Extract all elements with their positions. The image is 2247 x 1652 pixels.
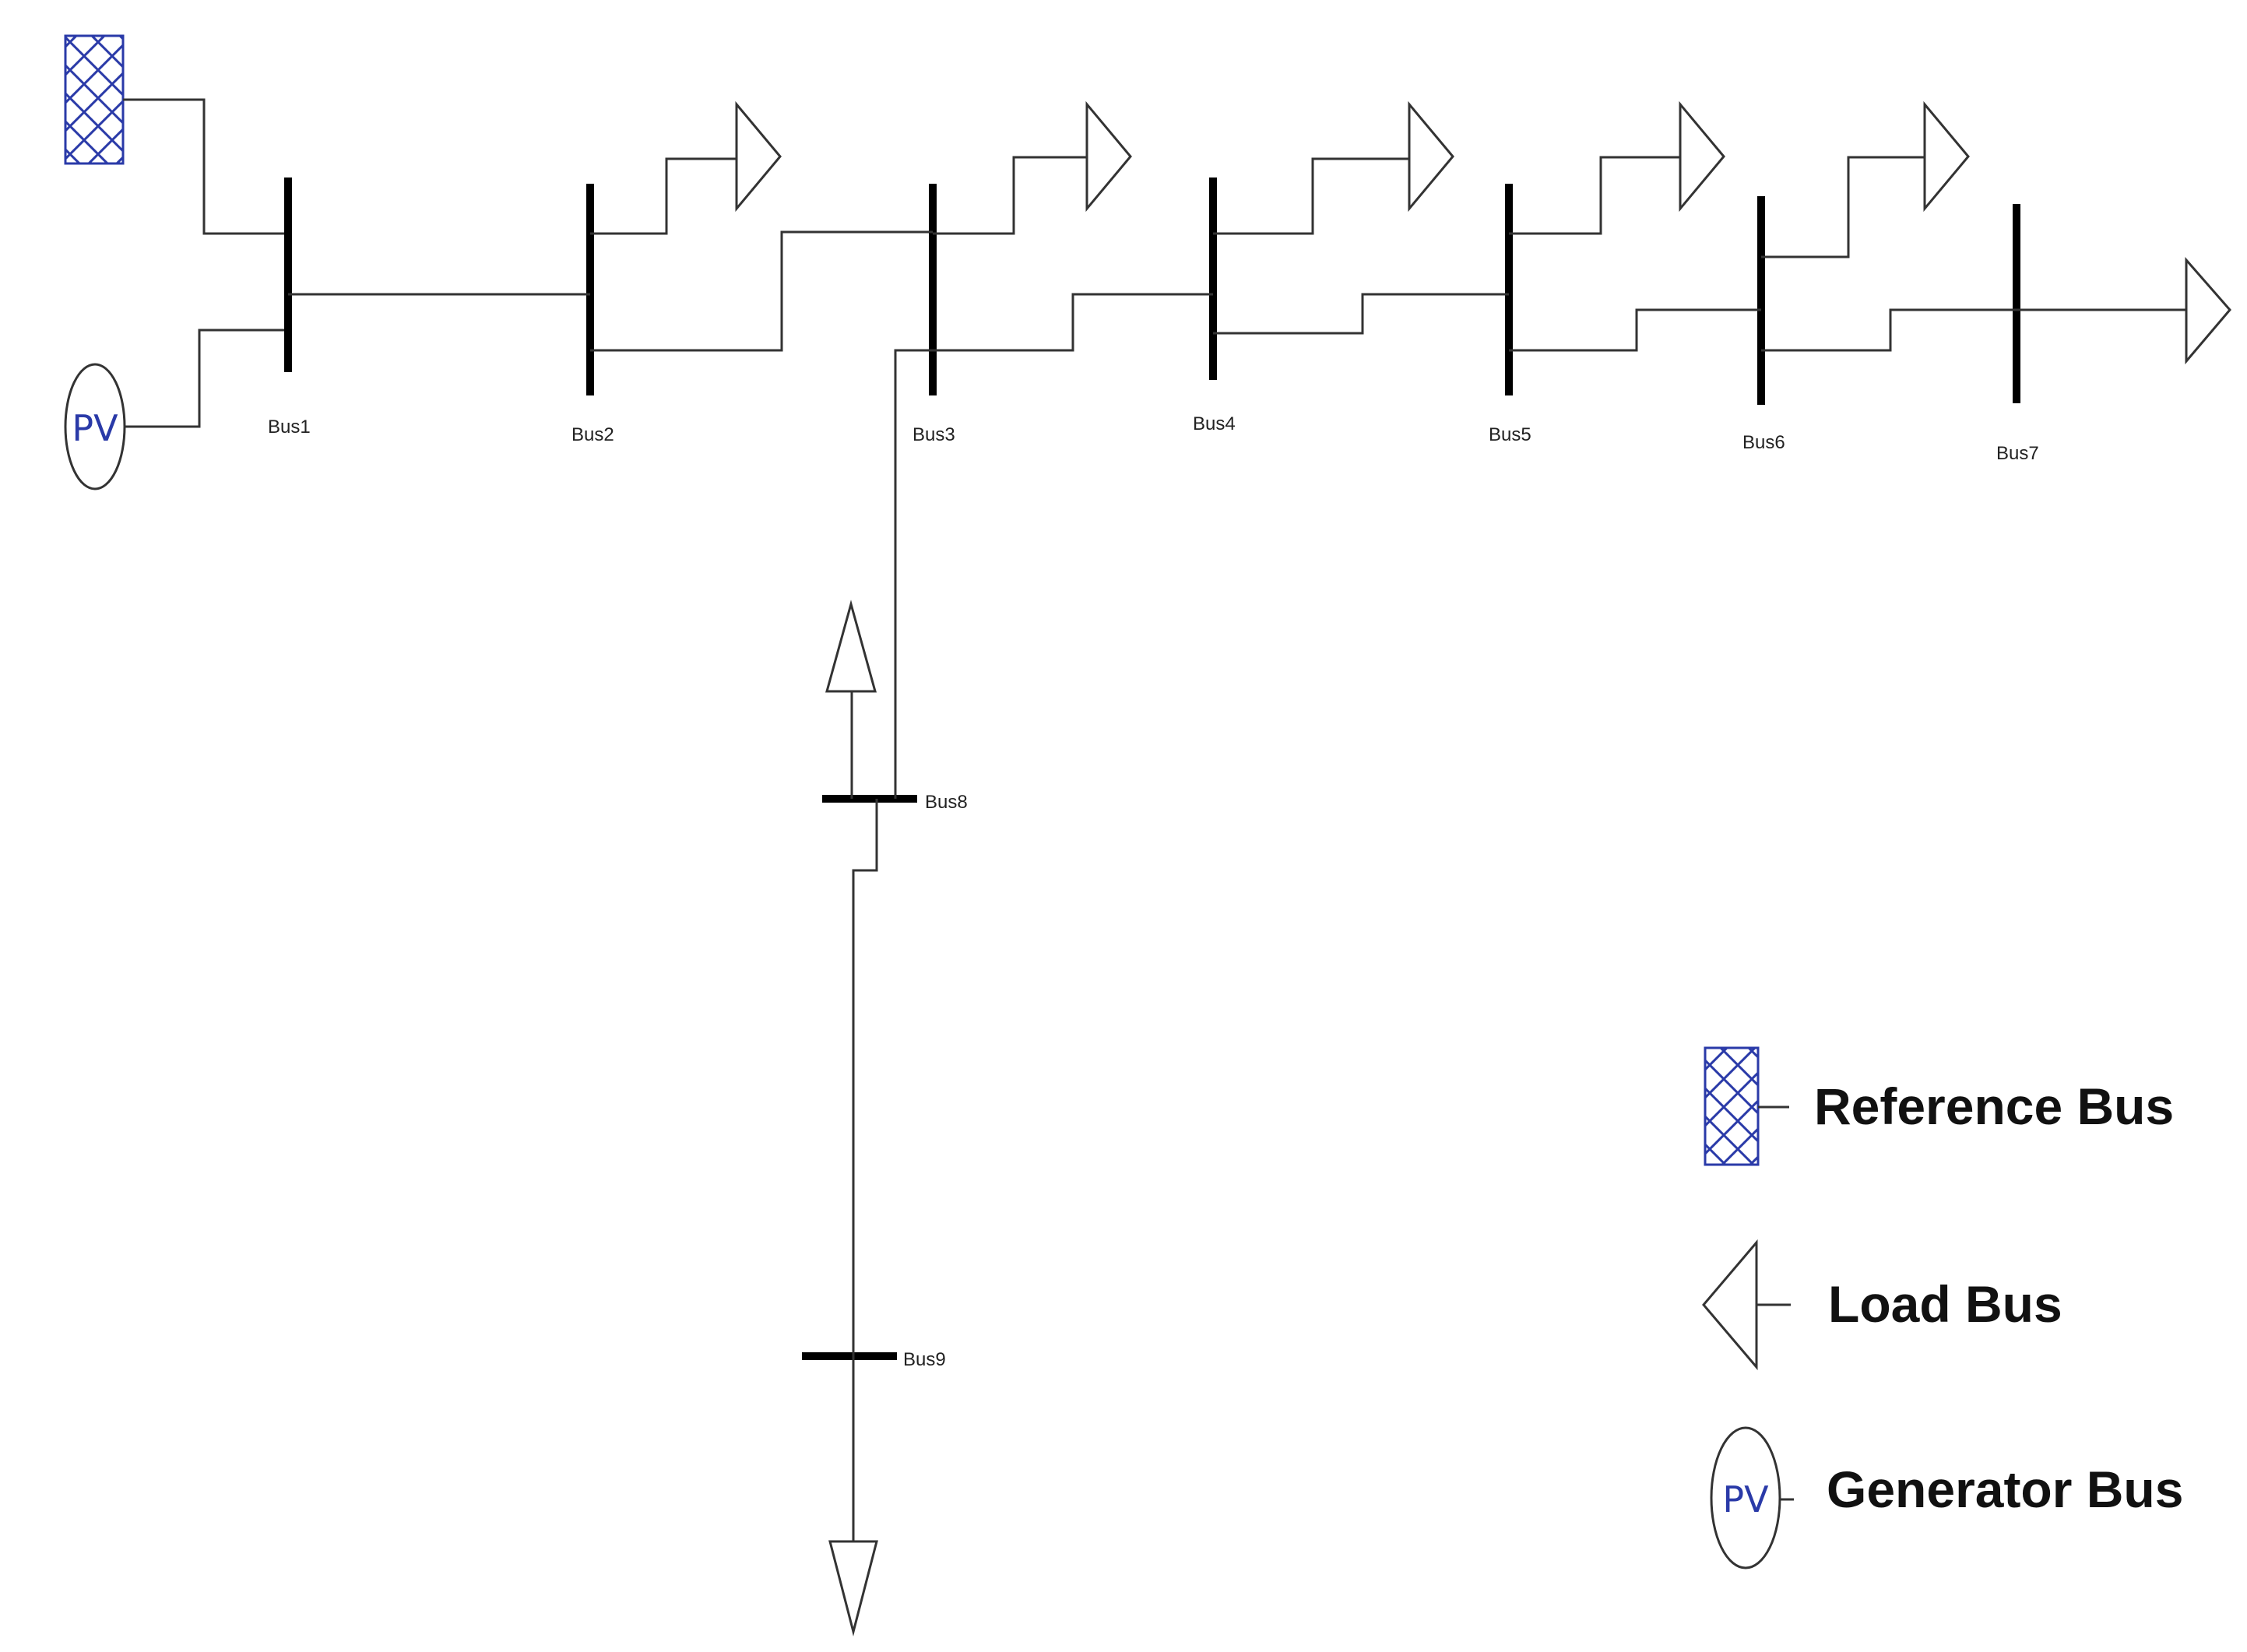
legend-reference-label: Reference Bus bbox=[1814, 1077, 2174, 1135]
line-bus8-bus9 bbox=[852, 799, 878, 1356]
bus-label-4: Bus4 bbox=[1193, 413, 1236, 434]
load-line-bus3 bbox=[933, 156, 1087, 235]
legend-generator-icon bbox=[1710, 1426, 1781, 1569]
load-line-bus4 bbox=[1213, 157, 1409, 235]
legend-generator-label: Generator Bus bbox=[1827, 1460, 2183, 1518]
load-arrow-bus4 bbox=[1408, 100, 1454, 213]
load-arrow-bus5 bbox=[1679, 100, 1725, 213]
line-pv-bus1 bbox=[125, 329, 288, 428]
line-ref-bus1 bbox=[123, 98, 288, 235]
bus-label-1: Bus1 bbox=[268, 417, 311, 438]
legend-reference-icon bbox=[1704, 1046, 1760, 1166]
load-arrow-bus2 bbox=[735, 100, 782, 213]
bus-label-6: Bus6 bbox=[1742, 432, 1785, 453]
line-bus3-bus8 bbox=[894, 349, 933, 799]
load-arrow-bus6 bbox=[1923, 100, 1970, 213]
line-bus3-bus4 bbox=[933, 293, 1213, 352]
bus-label-7: Bus7 bbox=[1996, 443, 2039, 464]
legend-load: Load Bus bbox=[1702, 1239, 2062, 1371]
legend-reference: Reference Bus bbox=[1704, 1046, 2174, 1166]
load-line-bus2 bbox=[590, 157, 737, 235]
bus-label-2: Bus2 bbox=[571, 424, 614, 445]
line-bus5-bus6 bbox=[1509, 308, 1761, 352]
legend-load-label: Load Bus bbox=[1828, 1275, 2062, 1333]
load-arrow-bus3 bbox=[1085, 100, 1132, 213]
line-bus4-bus5 bbox=[1213, 293, 1509, 335]
bus-label-5: Bus5 bbox=[1489, 424, 1531, 445]
bus-label-8: Bus8 bbox=[925, 792, 968, 813]
legend-load-icon bbox=[1702, 1239, 1758, 1371]
legend: Reference Bus Load Bus PV Generator Bus bbox=[1702, 1046, 2183, 1569]
line-bus6-bus7 bbox=[1761, 308, 2017, 352]
legend-pv-label: PV bbox=[1722, 1478, 1769, 1520]
load-arrow-bus8 bbox=[825, 599, 877, 693]
bus-label-9: Bus9 bbox=[903, 1349, 946, 1370]
load-arrow-bus9 bbox=[828, 1540, 878, 1636]
reference-bus-symbol bbox=[64, 34, 125, 165]
load-line-bus6 bbox=[1761, 156, 1925, 258]
load-arrow-bus7 bbox=[2185, 257, 2231, 365]
load-line-bus5 bbox=[1509, 156, 1680, 235]
line-bus2-bus3 bbox=[590, 230, 933, 352]
pv-symbol-label: PV bbox=[72, 407, 118, 449]
legend-generator: PV Generator Bus bbox=[1710, 1426, 2183, 1569]
pv-generator-symbol: PV bbox=[64, 363, 126, 490]
bus-label-3: Bus3 bbox=[913, 424, 955, 445]
